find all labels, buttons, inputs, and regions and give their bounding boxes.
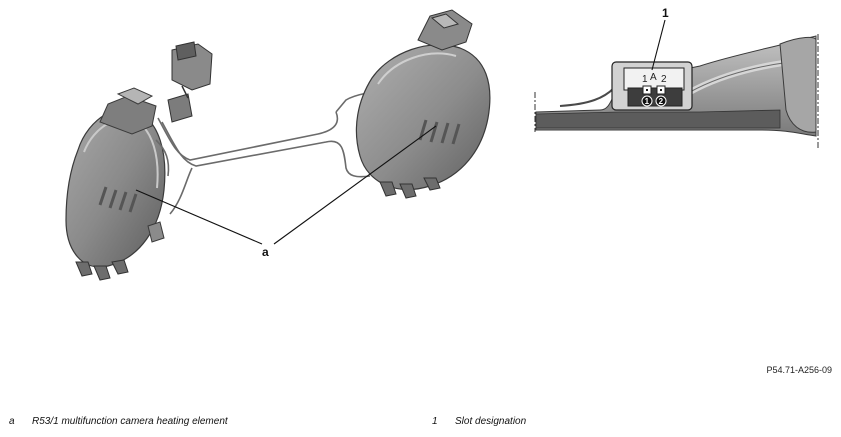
pin-badge-1: 1 [641, 95, 653, 107]
legend-key-1: 1 [432, 416, 438, 427]
reference-code: P54.71-A256-09 [766, 365, 832, 375]
heating-element-left [65, 87, 166, 281]
callout-a: a [262, 245, 269, 259]
svg-text:2: 2 [659, 97, 664, 106]
pin-label-2: 2 [661, 74, 667, 85]
callout-1: 1 [662, 6, 669, 20]
cable-harness [155, 89, 389, 215]
pin-label-1: 1 [642, 74, 648, 85]
slot-label: A [650, 72, 657, 83]
svg-text:1: 1 [645, 97, 650, 106]
connector-plug [167, 41, 213, 123]
pin-badge-2: 2 [655, 95, 667, 107]
leader-lines-a [135, 125, 437, 245]
heating-element-right [355, 9, 491, 199]
legend-text-a: R53/1 multifunction camera heating eleme… [32, 416, 228, 427]
legend-key-a: a [9, 416, 15, 427]
connector-detail-view [534, 34, 819, 150]
leader-line-1 [651, 19, 666, 71]
legend-text-1: Slot designation [455, 416, 527, 427]
